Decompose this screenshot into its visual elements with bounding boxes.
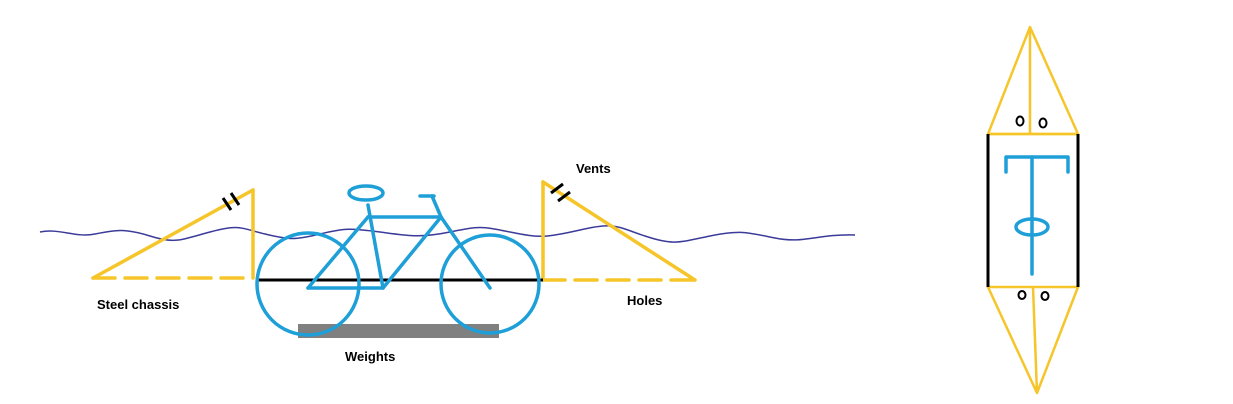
label-steel-chassis: Steel chassis: [97, 297, 179, 312]
top-view-bicycle: [1004, 155, 1070, 276]
label-weights: Weights: [345, 349, 395, 364]
label-holes: Holes: [627, 293, 662, 308]
head-stem: [430, 194, 443, 219]
bicycle: [255, 184, 541, 337]
saddle: [347, 184, 385, 202]
top-view-rear-float: [986, 285, 1080, 395]
fork: [439, 215, 492, 290]
front-wheel: [439, 233, 541, 335]
right-vent-marks: [550, 182, 571, 203]
rear-wheel: [255, 231, 361, 337]
top-view-saddle: [1014, 217, 1050, 237]
label-vents: Vents: [576, 161, 611, 176]
left-float: [91, 188, 255, 280]
top-view-holes: [1015, 115, 1050, 301]
top-view-front-float: [986, 25, 1080, 136]
seat-tube: [366, 203, 385, 290]
down-tube: [381, 215, 443, 290]
top-view-chassis-rails: [986, 134, 1080, 287]
top-view: [986, 25, 1080, 395]
weights-block: [298, 324, 499, 338]
left-vent-marks: [221, 192, 241, 211]
top-view-handlebar: [1004, 155, 1070, 174]
seat-stay: [306, 215, 370, 290]
right-float: [541, 180, 697, 282]
